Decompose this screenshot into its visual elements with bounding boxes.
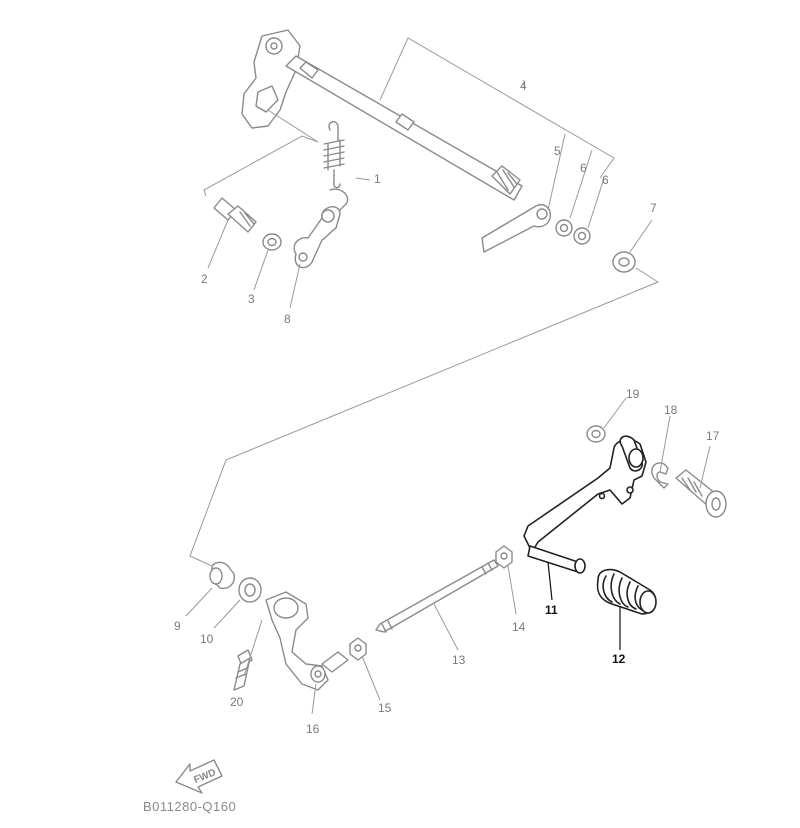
stopper-lever[interactable] xyxy=(293,188,349,269)
arm-bolt[interactable] xyxy=(233,649,253,691)
oil-seal[interactable] xyxy=(612,251,636,273)
callout-16[interactable]: 16 xyxy=(306,722,320,736)
shift-shaft-assembly xyxy=(241,29,523,201)
bolt[interactable] xyxy=(213,197,257,233)
callout-18[interactable]: 18 xyxy=(664,403,678,417)
callout-17[interactable]: 17 xyxy=(706,429,720,443)
bushing[interactable] xyxy=(209,561,235,590)
callout-13[interactable]: 13 xyxy=(452,653,466,667)
return-spring[interactable] xyxy=(323,120,345,189)
circlip[interactable] xyxy=(481,204,551,253)
callout-1[interactable]: 1 xyxy=(374,172,381,186)
callout-labels: 1 2 3 4 5 6 6 7 8 9 10 11 12 13 14 15 16… xyxy=(174,79,720,736)
callout-11[interactable]: 11 xyxy=(545,603,558,617)
shift-rod[interactable] xyxy=(375,559,499,633)
callout-6b[interactable]: 6 xyxy=(602,173,609,187)
callout-14[interactable]: 14 xyxy=(512,620,526,634)
callout-12[interactable]: 12 xyxy=(612,652,626,666)
fwd-arrow-icon: FWD xyxy=(175,759,223,794)
callout-4[interactable]: 4 xyxy=(520,79,527,93)
leader-lines xyxy=(185,37,711,715)
callout-19[interactable]: 19 xyxy=(626,387,640,401)
callout-8[interactable]: 8 xyxy=(284,312,291,326)
pedal-circlip[interactable] xyxy=(651,462,669,489)
rod-nut-rear[interactable] xyxy=(349,637,367,661)
drawing-code: B011280-Q160 xyxy=(143,799,236,814)
pedal-rubber[interactable] xyxy=(596,568,657,615)
callout-20[interactable]: 20 xyxy=(230,695,244,709)
callout-15[interactable]: 15 xyxy=(378,701,392,715)
pivot-bolt[interactable] xyxy=(675,469,727,518)
rod-end-rear xyxy=(321,651,349,673)
callout-6a[interactable]: 6 xyxy=(580,161,587,175)
callout-3[interactable]: 3 xyxy=(248,292,255,306)
shift-pedal[interactable] xyxy=(523,435,647,574)
rod-nut-front[interactable] xyxy=(495,545,513,569)
washer-pair[interactable] xyxy=(555,219,591,245)
shift-arm[interactable] xyxy=(265,591,329,691)
pivot-washer[interactable] xyxy=(238,577,262,603)
callout-2[interactable]: 2 xyxy=(201,272,208,286)
callout-10[interactable]: 10 xyxy=(200,632,214,646)
pedal-washer[interactable] xyxy=(586,425,606,443)
callout-9[interactable]: 9 xyxy=(174,619,181,633)
callout-5[interactable]: 5 xyxy=(554,144,561,158)
washer[interactable] xyxy=(262,233,282,251)
leader-lines-highlight xyxy=(547,561,621,650)
callout-7[interactable]: 7 xyxy=(650,201,657,215)
